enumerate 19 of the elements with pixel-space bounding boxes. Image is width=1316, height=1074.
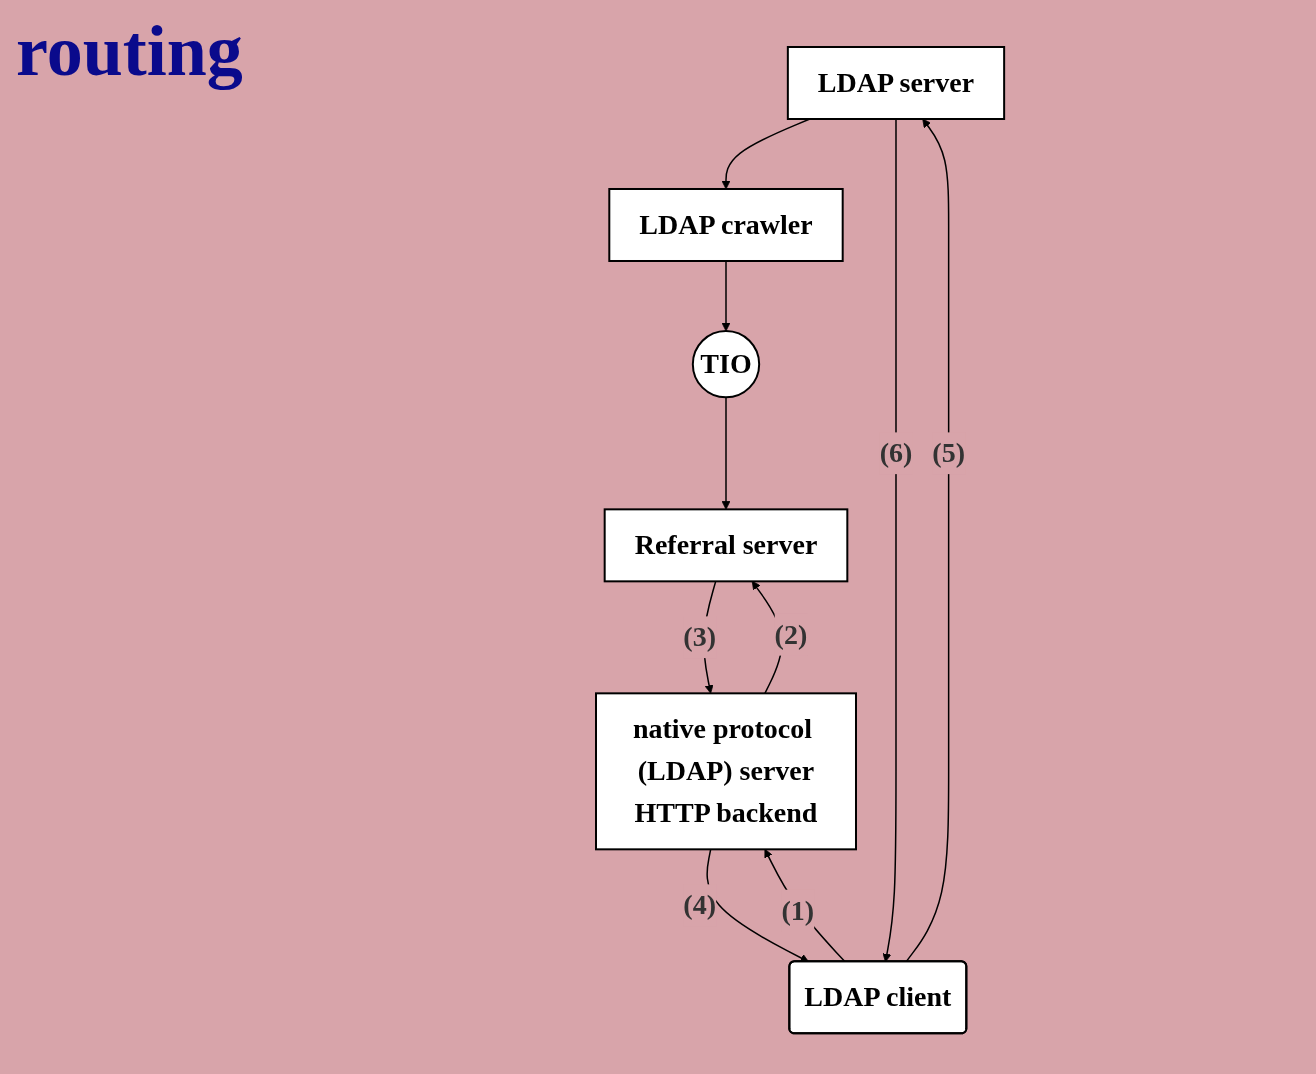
node-box: Referral server	[603, 508, 849, 583]
arrow	[721, 260, 731, 332]
edge-label: (3)	[683, 621, 716, 653]
arrow	[882, 118, 897, 963]
edge-label: (4)	[683, 889, 716, 921]
edge-label: (2)	[774, 618, 808, 650]
arrow	[905, 118, 950, 963]
node-box: native protocol (LDAP) server HTTP backend	[594, 692, 857, 851]
edge-label: (1)	[781, 894, 814, 926]
arrow	[721, 396, 731, 510]
diagram-title: routing	[16, 10, 243, 93]
node-box: LDAP server	[786, 45, 1006, 120]
edge-label: (5)	[932, 437, 965, 469]
arrow	[721, 118, 811, 190]
arrow	[764, 848, 846, 963]
arrow	[706, 848, 809, 963]
node-circle: TIO	[691, 329, 761, 399]
node-box: LDAP crawler	[608, 187, 844, 262]
edge-label: (6)	[879, 437, 913, 469]
